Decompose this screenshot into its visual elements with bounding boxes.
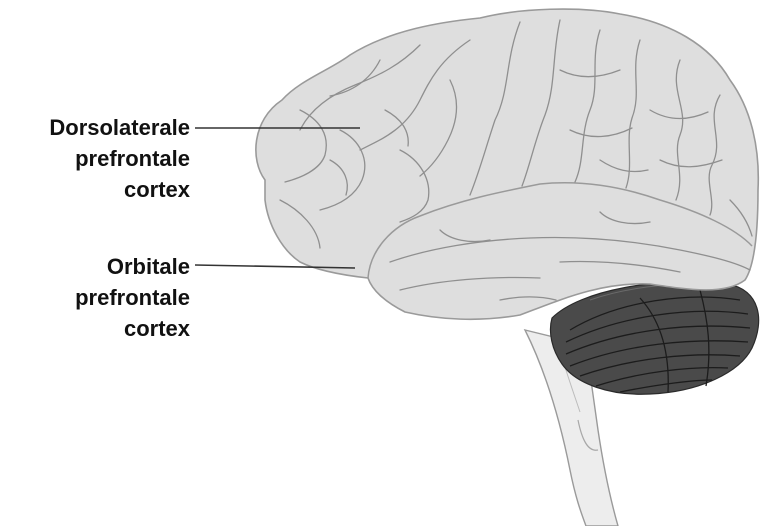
label-dorsolateral-prefrontal-cortex: Dorsolaterale prefrontale cortex bbox=[49, 112, 190, 205]
label-orbital-line1: Orbitale bbox=[75, 251, 190, 282]
label-orbital-line2: prefrontale bbox=[75, 282, 190, 313]
cerebrum bbox=[256, 9, 758, 319]
label-orbital-line3: cortex bbox=[75, 313, 190, 344]
label-orbital-prefrontal-cortex: Orbitale prefrontale cortex bbox=[75, 251, 190, 344]
label-dorsolateral-line1: Dorsolaterale bbox=[49, 112, 190, 143]
cerebellum bbox=[550, 282, 758, 394]
label-dorsolateral-line2: prefrontale bbox=[49, 143, 190, 174]
label-dorsolateral-line3: cortex bbox=[49, 174, 190, 205]
